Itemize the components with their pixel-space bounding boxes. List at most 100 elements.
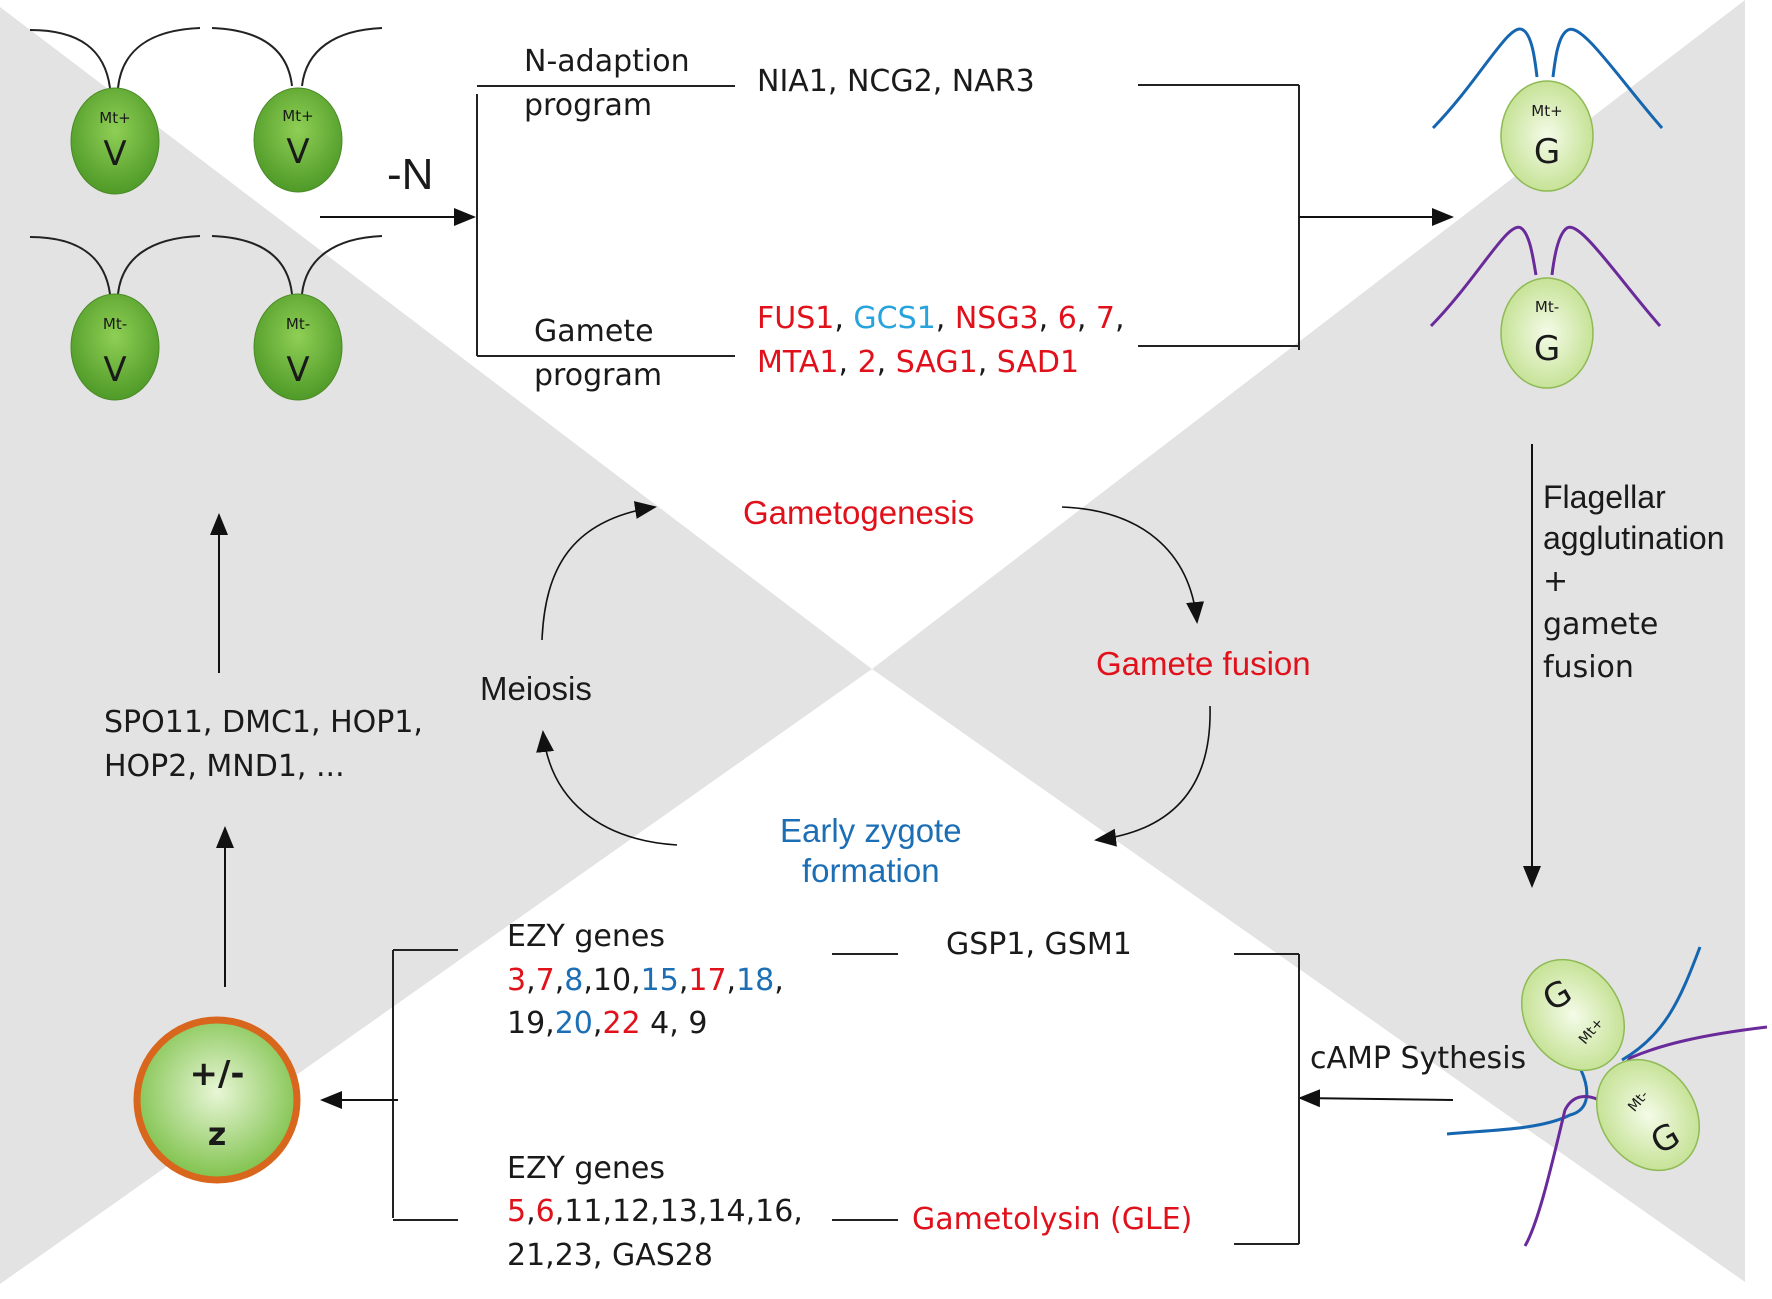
gene-segment: 22 [602,1006,641,1041]
flagellar-label-line2: agglutination [1543,520,1725,556]
gene-segment: 8 [564,963,584,998]
gene-segment: , [774,963,784,998]
gene-segment: 6 [535,1194,555,1229]
ezy-group1-genes-line1: 3,7,8,10,15,17,18, [507,962,784,1000]
cell-mating-type-label: Mt+ [282,107,313,125]
gene-segment: , [1076,301,1096,336]
flagellar-label-line4: gamete [1543,607,1659,642]
flagellar-label-line1: Flagellar [1543,479,1666,515]
gene-segment: 19, [507,1006,555,1041]
gene-segment: NSG3 [954,301,1039,336]
gamete-genes-line1: FUS1, GCS1, NSG3, 6, 7, [757,300,1125,338]
gene-segment: 18 [736,963,775,998]
gene-segment: SAG1 [895,345,978,380]
cell-mating-type-label: Mt+ [99,109,130,127]
gene-segment: , [592,1006,603,1041]
zygote-type-label: z [208,1115,227,1153]
flagella [29,235,201,295]
meiosis-genes-line2: HOP2, MND1, ... [104,749,345,784]
cell-type-label: V [103,350,126,390]
zygote-mating-label: +/- [189,1054,244,1094]
gene-segment: FUS1 [757,301,835,336]
gametolysin-label: Gametolysin (GLE) [912,1202,1193,1237]
cell-type-label: V [286,132,309,172]
ezy-group1-title: EZY genes [507,919,665,954]
camp-arrow [1298,1089,1454,1108]
vegetative-cell-mt-plus-2 [211,27,383,193]
gene-segment: 17 [688,963,727,998]
camp-synthesis-label: cAMP Sythesis [1310,1041,1527,1076]
purple-flagella [1429,225,1662,328]
fusion-to-zygote-arrow [1094,705,1211,847]
gene-segment: MTA1 [757,345,839,380]
gsp1-gsm1-label: GSP1, GSM1 [946,927,1132,962]
gene-segment: ,11,12,13,14,16, [554,1194,803,1229]
mt-minus-gamete [1595,1058,1701,1172]
ezy-group1-genes-line2: 19,20,22 4, 9 [507,1005,707,1043]
gene-segment: , [834,301,854,336]
gene-segment: 3 [507,963,527,998]
left-gray-wedge [0,7,872,1284]
gene-segment: , [526,963,536,998]
gene-segment: , [1038,301,1058,336]
early-zygote-label-line2: formation [802,852,940,889]
gene-segment: 7 [535,963,555,998]
flagella [29,27,201,89]
gene-segment: 5 [507,1194,527,1229]
gamete-cell-mt-plus [1431,27,1664,192]
vegetative-cell-mt-minus-1 [29,235,201,401]
gene-segment: , [1115,301,1125,336]
early-zygote-label-line1: Early zygote [780,812,962,849]
gene-segment: GCS1 [853,301,936,336]
flagella [211,27,383,87]
flagella [211,235,383,295]
meiosis-genes-line1: SPO11, DMC1, HOP1, [104,705,423,740]
ezy-group2-genes-line2: 21,23, GAS28 [507,1237,713,1275]
gene-segment: , [554,963,565,998]
gene-segment: 2 [857,345,877,380]
n-adaption-genes: NIA1, NCG2, NAR3 [757,64,1035,99]
gene-segment: 15 [640,963,679,998]
gene-segment: , [838,345,858,380]
ezy-group2-title: EZY genes [507,1151,665,1186]
gamete-cell-mt-minus [1429,225,1662,389]
cell-mating-type-label: Mt- [286,315,310,333]
gene-segment: ,10, [583,963,641,998]
gamete-program-subtitle: program [534,358,663,393]
meiosis-to-gametogenesis-arrow [541,501,657,641]
flagellar-label-line5: fusion [1543,650,1634,685]
cell-type-label: V [286,350,309,390]
gene-segment: 4, 9 [640,1006,708,1041]
flagellar-label-plus: + [1543,564,1569,599]
cell-type-label: V [103,134,126,174]
gene-segment: 6 [1057,301,1077,336]
gametogenesis-to-fusion-arrow [1061,506,1205,624]
gametogenesis-label: Gametogenesis [743,494,975,531]
gene-segment: , [876,345,896,380]
meiosis-label: Meiosis [480,670,592,707]
gene-segment: , [526,1194,536,1229]
mating-pair [1446,946,1768,1247]
cell-mating-type-label: Mt- [1535,298,1559,316]
nitrogen-starvation-label: -N [387,150,434,199]
vegetative-cell-mt-minus-2 [211,235,383,401]
n-adaption-program-title: N-adaption [524,44,690,79]
gene-segment: 20 [554,1006,593,1041]
zygote-cell [133,1016,301,1184]
gene-segment: SAD1 [996,345,1080,380]
gamete-fusion-label: Gamete fusion [1096,645,1311,682]
gene-segment: , [977,345,997,380]
zygote-to-meiosis-arrow [536,730,678,846]
gamete-program-title: Gamete [534,314,654,349]
ezy-group2-genes-line1: 5,6,11,12,13,14,16, [507,1193,803,1231]
n-adaption-program-subtitle: program [524,88,653,123]
cell-type-label: G [1534,329,1560,369]
vegetative-cell-mt-plus-1 [29,27,201,195]
blue-flagella [1431,27,1664,130]
gamete-genes-line2: MTA1, 2, SAG1, SAD1 [757,344,1079,382]
cell-mating-type-label: Mt- [103,315,127,333]
cell-mating-type-label: Mt+ [1531,102,1562,120]
mt-plus-gamete [1520,958,1626,1072]
